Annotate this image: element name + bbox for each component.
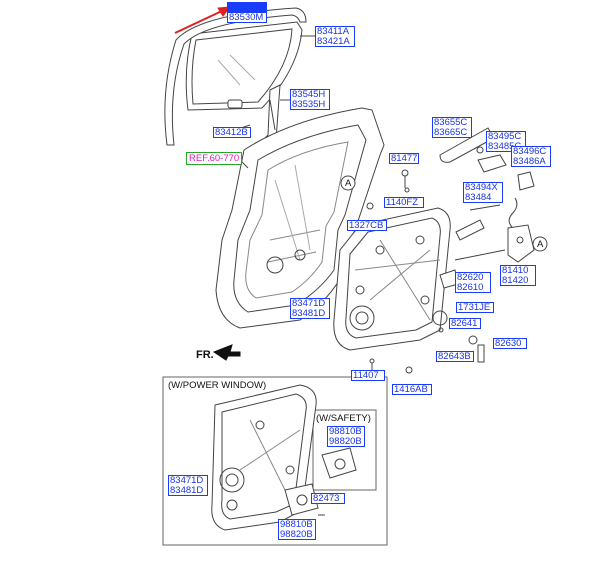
safety-title: (W/SAFETY) xyxy=(316,413,371,424)
part-label-rod-630[interactable]: 82630 xyxy=(493,338,527,349)
door-glass-drawing xyxy=(185,21,303,111)
part-label-grommet[interactable]: 1731JE xyxy=(456,302,494,313)
safety-box xyxy=(312,409,377,491)
callout-a-left: A xyxy=(345,178,352,189)
power-window-box xyxy=(162,376,388,546)
part-label-plug[interactable]: 1416AB xyxy=(392,384,432,395)
power-window-title: (W/POWER WINDOW) xyxy=(168,380,267,391)
callout-a-right: A xyxy=(537,239,544,250)
part-label-screw-cb[interactable]: 1327CB xyxy=(347,220,387,231)
outside-handle-drawing xyxy=(439,127,507,173)
latch-parts-drawing xyxy=(439,171,535,289)
motor-drawing xyxy=(284,447,357,516)
door-module-panel-drawing xyxy=(333,207,451,351)
part-label-cap[interactable]: 82641 xyxy=(449,318,481,329)
callout-a-circle xyxy=(340,175,356,191)
ref-label[interactable]: REF.60-770 xyxy=(186,152,242,165)
part-label-cover[interactable]: 82643B xyxy=(436,351,474,362)
clip-drawing xyxy=(227,99,243,109)
front-direction-label: FR. xyxy=(196,349,214,361)
part-label-clip[interactable]: 83412B xyxy=(213,127,251,138)
front-arrow-icon xyxy=(212,344,241,361)
part-label-bolt[interactable]: 81477 xyxy=(389,153,419,164)
part-label-screw-fz[interactable]: 1140FZ xyxy=(384,197,424,208)
glass-run-channel-drawing xyxy=(164,7,307,146)
part-label-bolt-407[interactable]: 11407 xyxy=(351,370,385,381)
part-label-glass-run[interactable]: 83530M xyxy=(227,12,267,23)
part-label-bolt-473[interactable]: 82473 xyxy=(311,493,345,504)
grommet-drawing xyxy=(432,310,448,326)
